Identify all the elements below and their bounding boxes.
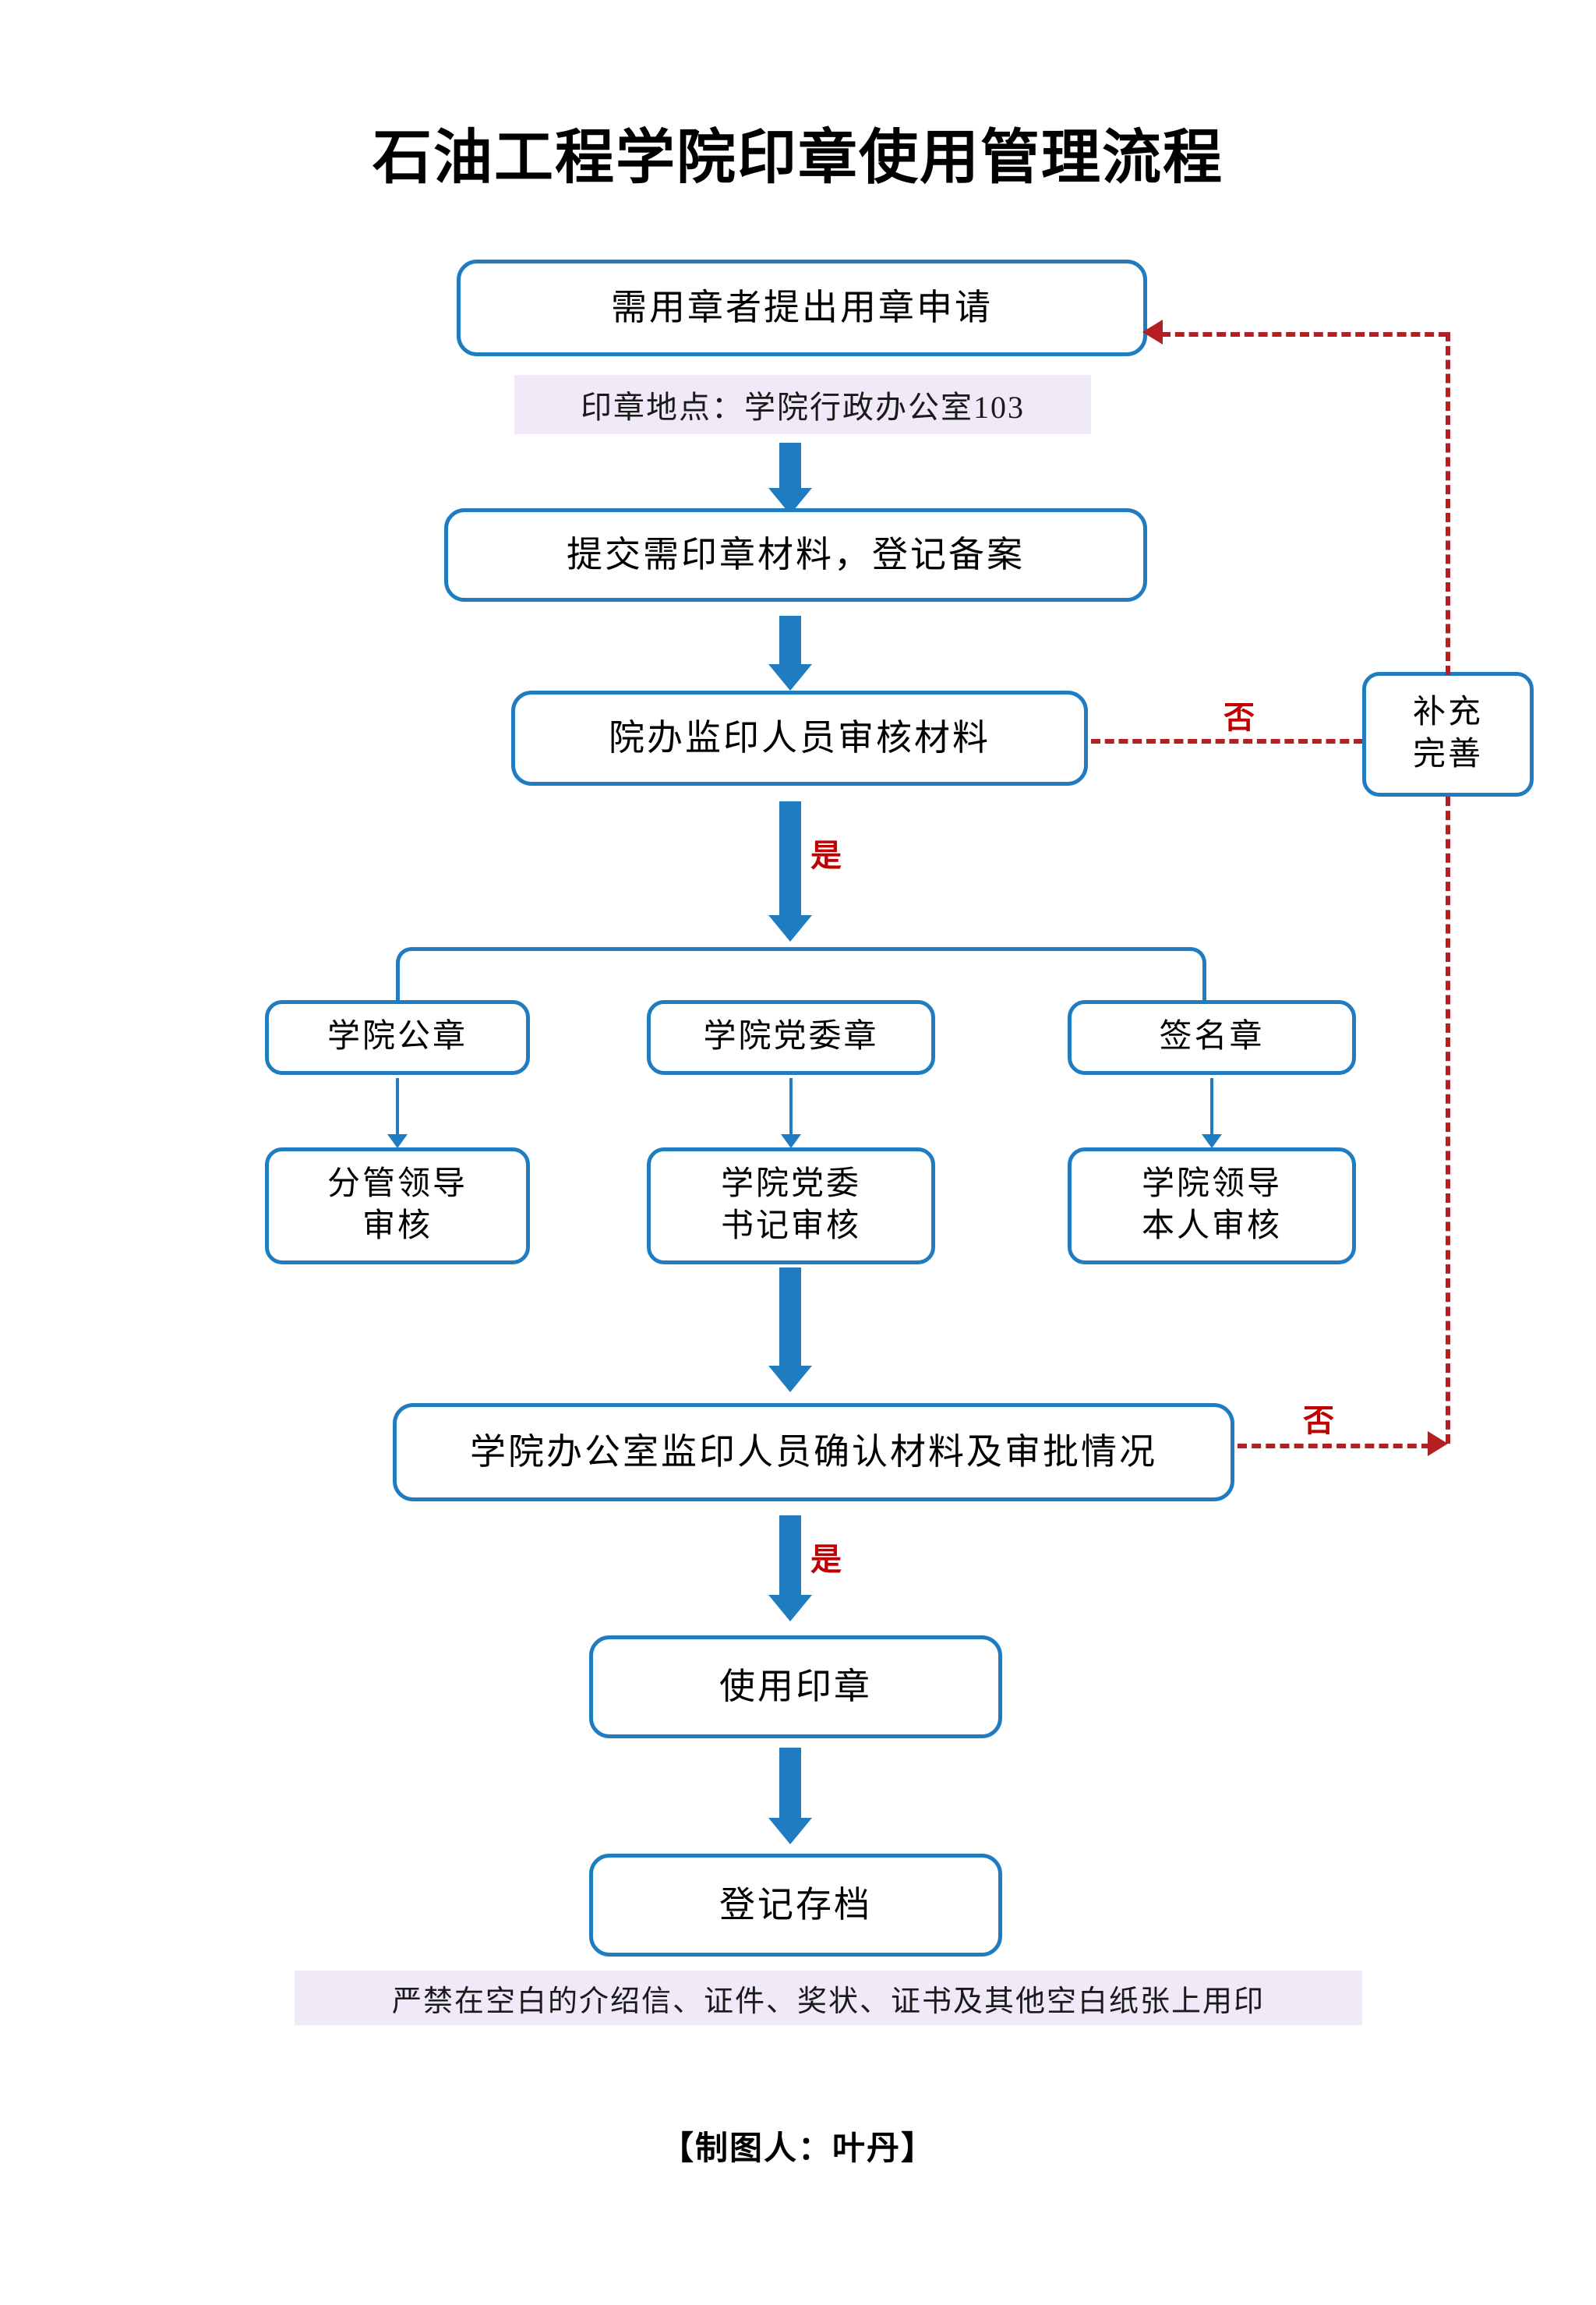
arrow-head-down-icon <box>768 1818 812 1844</box>
arrow-useseal-to-archive <box>762 1748 818 1844</box>
node-submit: 提交需印章材料，登记备案 <box>444 508 1147 602</box>
arrow-head-down-icon <box>768 1366 812 1392</box>
label-no-1: 否 <box>1223 701 1255 735</box>
arrow-head-down-icon <box>768 664 812 691</box>
dashed-confirm-to-loop <box>1238 1444 1431 1448</box>
arrow-head-down-icon <box>387 1134 408 1148</box>
arrow-party-to-approval <box>778 1078 804 1148</box>
node-approve-party: 学院党委 书记审核 <box>647 1147 935 1264</box>
arrow-approvals-to-confirm <box>762 1267 818 1392</box>
dashed-loop-up <box>1446 332 1450 675</box>
label-no-2: 否 <box>1303 1404 1334 1438</box>
dashed-review-to-supplement <box>1091 739 1418 744</box>
node-apply: 需用章者提出用章申请 <box>457 260 1147 356</box>
dashed-loop-left <box>1161 332 1448 337</box>
node-seal-party: 学院党委章 <box>647 1000 935 1075</box>
arrow-head-down-icon <box>1202 1134 1222 1148</box>
node-archive: 登记存档 <box>589 1854 1002 1957</box>
arrow-submit-to-review <box>762 616 818 691</box>
arrow-shaft <box>779 1267 801 1366</box>
credit-line: 【制图人：叶丹】 <box>660 2130 935 2166</box>
dashed-loop-down <box>1446 797 1450 1444</box>
dashed-arrow-head-right-2-icon <box>1428 1431 1448 1456</box>
label-yes-2: 是 <box>810 1543 842 1577</box>
arrow-signature-to-approval <box>1199 1078 1225 1148</box>
node-office-review: 院办监印人员审核材料 <box>511 691 1088 786</box>
arrow-shaft <box>779 801 801 915</box>
note-seal-location: 印章地点：学院行政办公室103 <box>514 375 1091 434</box>
arrow-shaft <box>396 1078 399 1134</box>
node-use-seal: 使用印章 <box>589 1635 1002 1738</box>
branch-bracket <box>396 947 1206 1002</box>
node-approve-signature: 学院领导 本人审核 <box>1068 1147 1356 1264</box>
node-seal-signature: 签名章 <box>1068 1000 1356 1075</box>
arrow-public-to-approval <box>384 1078 411 1148</box>
page-title: 石油工程学院印章使用管理流程 <box>373 125 1223 191</box>
arrow-confirm-to-useseal <box>762 1515 818 1621</box>
node-confirm: 学院办公室监印人员确认材料及审批情况 <box>393 1403 1234 1501</box>
arrow-shaft <box>779 1515 801 1595</box>
arrow-head-down-icon <box>768 915 812 942</box>
arrow-head-down-icon <box>781 1134 801 1148</box>
node-approve-public: 分管领导 审核 <box>265 1147 530 1264</box>
dashed-arrow-head-left-icon <box>1142 320 1163 345</box>
arrow-review-to-branches <box>762 801 818 942</box>
arrow-shaft <box>779 443 801 488</box>
node-supplement: 补充 完善 <box>1362 672 1534 797</box>
arrow-shaft <box>789 1078 793 1134</box>
label-yes-1: 是 <box>810 839 842 873</box>
arrow-apply-to-submit <box>762 443 818 514</box>
node-seal-public: 学院公章 <box>265 1000 530 1075</box>
arrow-shaft <box>1210 1078 1213 1134</box>
note-warning: 严禁在空白的介绍信、证件、奖状、证书及其他空白纸张上用印 <box>295 1971 1362 2025</box>
arrow-shaft <box>779 1748 801 1818</box>
arrow-head-down-icon <box>768 1595 812 1621</box>
arrow-shaft <box>779 616 801 664</box>
